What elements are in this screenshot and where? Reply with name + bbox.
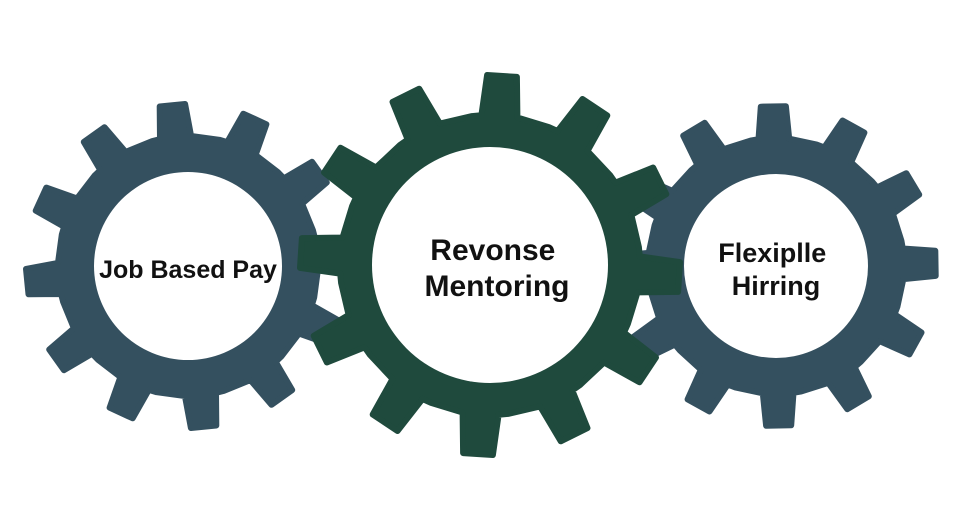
gear-right-label: Flexiplle Hirring (718, 238, 834, 301)
gear-right: Flexiplle Hirring (613, 103, 939, 429)
gear-center-hub (372, 147, 608, 383)
gear-right-label-line-2: Hirring (732, 271, 821, 301)
gear-center-label: Revonse Mentoring (425, 234, 570, 303)
gear-left: Job Based Pay (23, 101, 353, 431)
gear-left-label-line-1: Job Based Pay (99, 256, 277, 284)
gear-right-hub (684, 174, 868, 358)
gear-left-hub (94, 172, 282, 360)
gear-left-label: Job Based Pay (99, 256, 277, 284)
gear-center: Revonse Mentoring (297, 72, 683, 458)
gear-center-label-line-1: Revonse (430, 234, 555, 267)
gear-center-label-line-2: Mentoring (425, 270, 570, 303)
gear-right-label-line-1: Flexiplle (718, 238, 826, 268)
